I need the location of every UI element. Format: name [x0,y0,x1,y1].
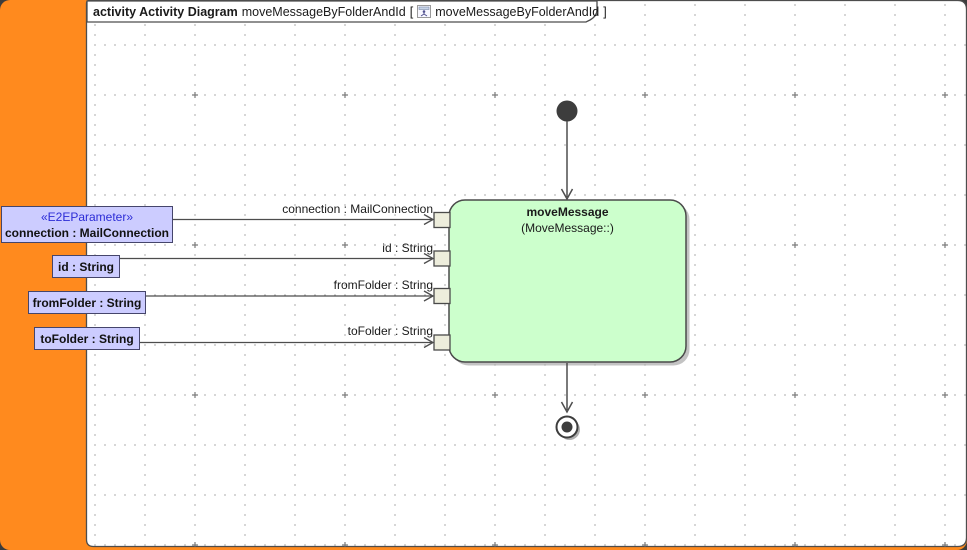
flow-label-id[interactable]: id : String [382,241,433,255]
input-pin-toFolder [433,334,451,351]
initial-node[interactable] [556,100,578,122]
diagram-context-name: moveMessageByFolderAndId [435,5,600,19]
parameter-name: connection : MailConnection [5,225,169,240]
frame-tab [86,0,598,23]
diagram-kind-label: activity Activity Diagram [93,5,238,19]
input-pin-fromFolder [433,287,451,305]
parameter-name: fromFolder : String [32,295,142,310]
action-node-shape[interactable] [448,199,687,363]
activity-final-node[interactable] [555,415,579,439]
parameter-node-fromFolder[interactable]: fromFolder : String [28,291,146,314]
parameter-node-toFolder[interactable]: toFolder : String [34,327,140,350]
control-flow-end[interactable] [560,363,574,414]
diagram-name: moveMessageByFolderAndId [241,5,406,19]
action-name[interactable]: moveMessage [526,205,609,219]
bracket-open: [ [409,5,414,19]
parameter-stereotype: «E2EParameter» [40,209,134,224]
flow-label-fromFolder[interactable]: fromFolder : String [333,278,433,292]
flow-label-toFolder[interactable]: toFolder : String [347,324,433,338]
diagram-frame-title: activity Activity Diagram moveMessageByF… [93,4,607,20]
activity-diagram-icon [417,5,432,21]
input-pin-connection [433,211,451,229]
parameter-node-id[interactable]: id : String [52,255,120,278]
object-flow-connection[interactable] [173,213,435,226]
object-flow-toFolder[interactable] [139,336,435,349]
parameter-node-connection[interactable]: «E2EParameter» connection : MailConnecti… [1,206,173,243]
input-pin-id [433,250,451,267]
parameter-name: toFolder : String [40,331,134,346]
flow-label-connection[interactable]: connection : MailConnection [282,202,433,216]
object-flow-id[interactable] [119,252,435,265]
control-flow-start[interactable] [560,121,574,201]
action-behavior: (MoveMessage::) [521,221,614,235]
bracket-close: ] [603,5,607,19]
object-flow-fromFolder[interactable] [145,290,435,302]
parameter-name: id : String [58,259,114,274]
